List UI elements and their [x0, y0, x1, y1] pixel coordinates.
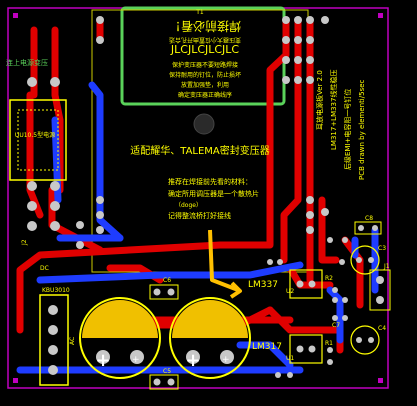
warning-line-4: 记得整流桥打好接线 — [168, 211, 231, 220]
plus-label-2: + — [222, 355, 230, 365]
transformer-model: JLCJLCJLCJLC — [170, 43, 240, 56]
label-r2: R2 — [325, 275, 333, 282]
capacitor-c6[interactable] — [149, 284, 179, 300]
credit-vertical-1: 后级EMI+电容阻一号钉位 — [343, 89, 352, 170]
board-subtitle-vertical: LM317+LM337线性稳压 — [329, 70, 338, 150]
plus-label-1: + — [132, 355, 140, 365]
big-plus-1: + — [95, 350, 110, 371]
bridge-rectifier-kbu[interactable] — [39, 294, 69, 386]
pad-cluster-right[interactable] — [267, 237, 348, 378]
transformer-note-4: 放置加强垫，利用 — [181, 81, 229, 89]
label-c7: C7 — [332, 322, 340, 329]
capacitor-c5[interactable] — [149, 374, 179, 390]
warning-line-3: （doge） — [175, 202, 202, 209]
transformer-note-3: 保持耐用的钉位，防止损坏 — [169, 71, 241, 79]
uu-label: UU10.5型电源 — [15, 131, 55, 139]
label-j1: J1 — [383, 263, 390, 270]
output-connector-j1[interactable] — [369, 269, 391, 311]
credit-vertical-2: PCB drawn by elementi/5sec — [358, 79, 366, 180]
regulator-lm317[interactable] — [289, 334, 323, 364]
label-r1: R1 — [325, 340, 333, 347]
label-c8: C8 — [365, 215, 373, 222]
label-u1: U1 — [286, 355, 294, 362]
left-note: 连上电源变压 — [6, 58, 48, 67]
lm317-label: LM317 — [252, 342, 282, 352]
warning-line-2: 确定所用调压器是一个散热片 — [168, 189, 259, 198]
capacitor-c4[interactable] — [350, 325, 380, 355]
label-j2: J2 — [21, 239, 28, 246]
bridge-label: KBU3010 — [42, 287, 70, 294]
transformer-note-1: 变压器大小位置由开孔合适 — [169, 36, 241, 44]
lm337-label: LM337 — [248, 280, 278, 290]
highlight-trace — [208, 229, 242, 299]
label-c5: C5 — [163, 368, 171, 375]
warning-line-1: 推荐在焊接前先看的材料： — [168, 177, 252, 186]
transformer-title: 焊接前必看！ — [169, 19, 241, 34]
label-dc: DC — [40, 265, 49, 272]
label-c3: C3 — [378, 245, 386, 252]
capacitor-c1[interactable] — [79, 297, 161, 379]
transformer-note-5: 确定变压器正确线序 — [178, 91, 232, 99]
transformer-ref-label: T1 — [195, 9, 204, 16]
transformer-pads[interactable] — [96, 16, 329, 234]
left-pads[interactable] — [27, 77, 84, 249]
label-c6: C6 — [163, 277, 171, 284]
label-ac: AC — [69, 337, 76, 345]
uu-transformer-footprint[interactable] — [9, 99, 67, 181]
board-title-vertical: 耳放电源板Ver 2.0 — [315, 70, 324, 130]
capacitor-c3[interactable] — [350, 245, 380, 275]
big-plus-2: + — [185, 350, 200, 371]
capacitor-c8[interactable] — [354, 221, 382, 235]
capacitor-c2[interactable] — [169, 297, 251, 379]
mounting-hole — [193, 113, 215, 135]
transformer-brand: 适配耀华、TALEMA密封变压器 — [130, 144, 270, 157]
label-c4: C4 — [378, 325, 386, 332]
transformer-note-2: 保护变压器不要短路焊接 — [172, 61, 238, 69]
label-u2: U2 — [286, 288, 294, 295]
corner-markers — [13, 13, 383, 383]
regulator-lm337[interactable] — [289, 269, 323, 299]
